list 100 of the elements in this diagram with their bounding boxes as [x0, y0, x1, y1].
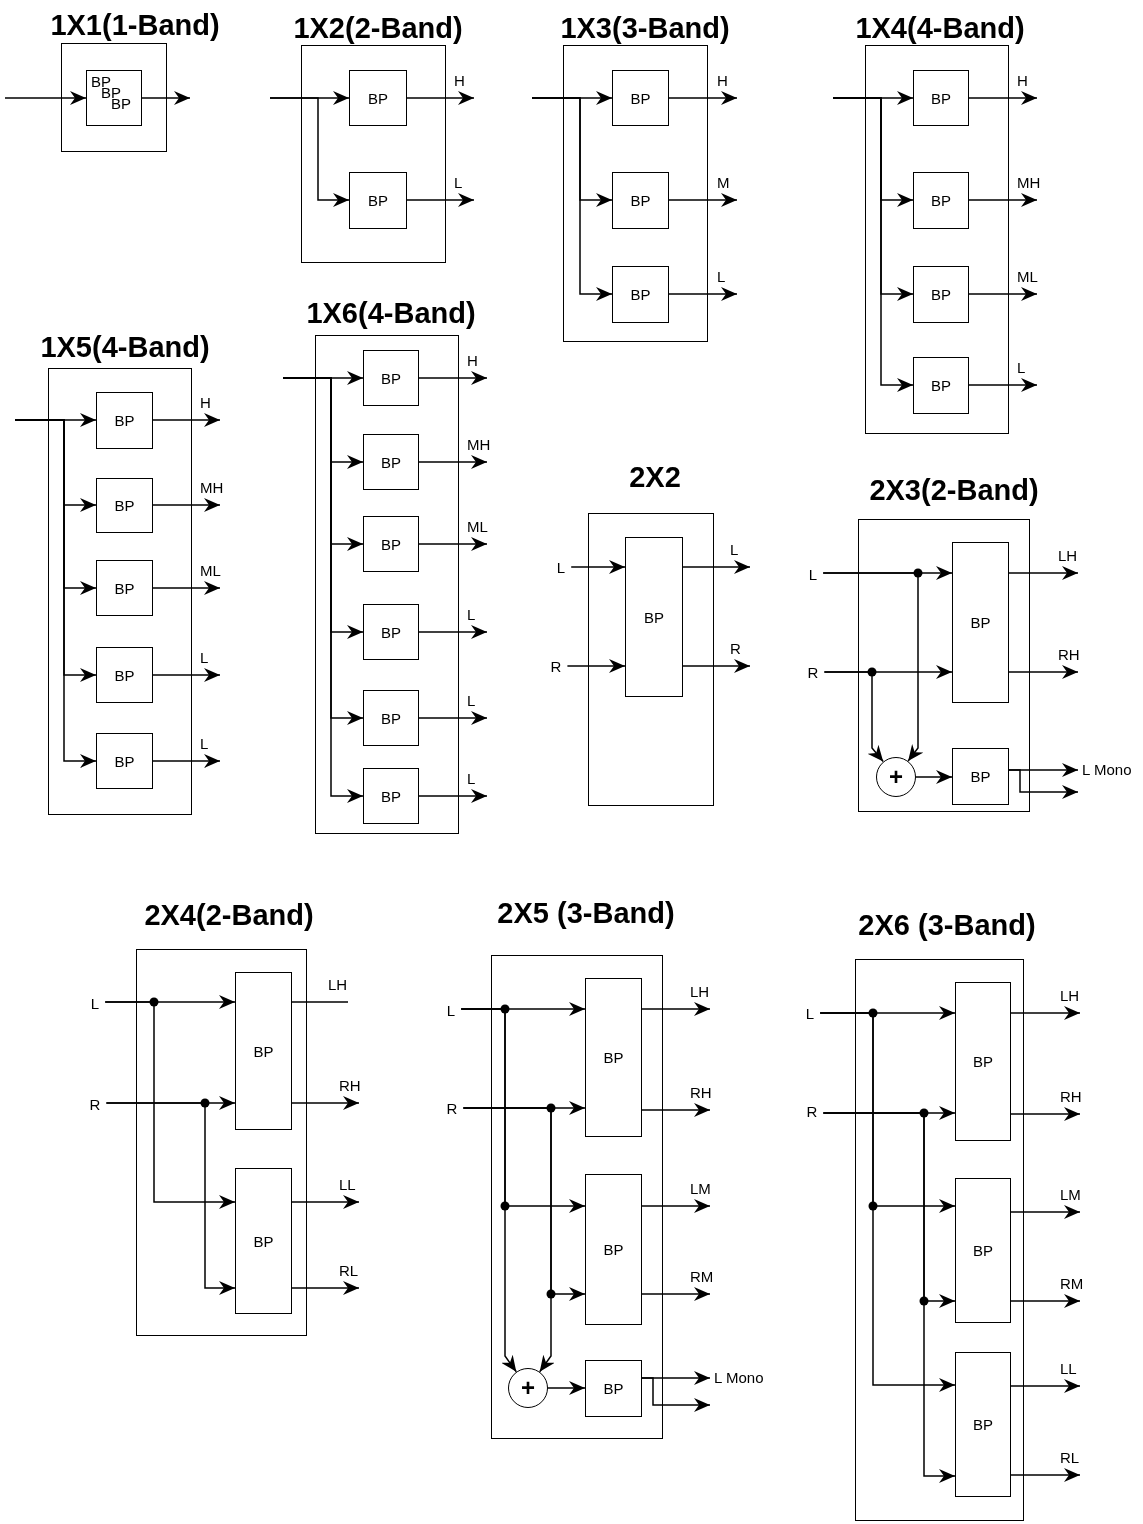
arrow [641, 1377, 711, 1412]
filter-block: BP [349, 70, 407, 126]
arrow [682, 560, 751, 574]
connector-line [291, 1001, 349, 1003]
summing-junction: + [508, 1368, 548, 1408]
arrow [282, 377, 364, 803]
arrow [418, 625, 488, 639]
arrow [1010, 1468, 1081, 1482]
arrow [832, 97, 914, 392]
filter-block: BP [952, 542, 1009, 703]
arrow [291, 1281, 360, 1295]
arrow [668, 91, 738, 105]
filter-block: BP [349, 172, 407, 229]
arrow [152, 498, 221, 512]
arrow [566, 659, 626, 673]
arrow [1010, 1379, 1081, 1393]
input-label: L [90, 994, 100, 1012]
arrow [1008, 665, 1079, 679]
summing-junction: + [876, 757, 916, 797]
input-label: L [556, 558, 566, 576]
arrow [641, 1103, 711, 1117]
input-label: L [805, 1004, 815, 1022]
filter-block: BP [955, 1352, 1011, 1497]
arrow [406, 91, 475, 105]
filter-block: BP [585, 978, 642, 1137]
filter-block: BP [913, 357, 969, 414]
filter-block: BP [955, 1178, 1011, 1323]
arrow [269, 97, 350, 207]
panel-title: 2X5 (3-Band) [497, 897, 675, 929]
arrow [1008, 566, 1079, 580]
filter-block: BP [585, 1174, 642, 1325]
arrow [406, 193, 475, 207]
arrow [418, 455, 488, 469]
arrow [291, 1195, 360, 1209]
filter-block: BP [913, 70, 969, 126]
filter-block: BP [363, 434, 419, 490]
filter-block [86, 70, 142, 126]
filter-block: BP [955, 982, 1011, 1141]
input-label: R [807, 663, 819, 681]
arrow [152, 581, 221, 595]
arrow [418, 789, 488, 803]
arrow [141, 91, 191, 105]
arrow [418, 711, 488, 725]
arrow [104, 1001, 236, 1209]
filter-block: BP [363, 690, 419, 746]
arrow [418, 371, 488, 385]
arrow [641, 1287, 711, 1301]
filter-block: BP [96, 560, 153, 616]
arrow [14, 419, 97, 768]
arrow [291, 1096, 360, 1110]
panel-title: 2X6 (3-Band) [858, 909, 1036, 941]
filter-block: BP [363, 604, 419, 660]
panel-title: 1X5(4-Band) [40, 331, 210, 363]
arrow [1010, 1006, 1081, 1020]
arrow [460, 1008, 518, 1373]
arrow [668, 287, 738, 301]
filter-block: BP [96, 647, 153, 703]
arrow [105, 1102, 236, 1295]
panel-title: 2X2 [629, 461, 681, 493]
arrow [570, 560, 626, 574]
filter-block: BP [612, 70, 669, 126]
arrow [819, 1012, 956, 1392]
arrow [531, 97, 613, 301]
arrow [1010, 1294, 1081, 1308]
filter-block: BP [625, 537, 683, 697]
arrow [915, 770, 953, 784]
panel-title: 2X3(2-Band) [869, 474, 1039, 506]
filter-block: BP [363, 350, 419, 406]
filter-block: BP [363, 516, 419, 572]
filter-block: BP [913, 172, 969, 229]
arrow [968, 91, 1038, 105]
arrow [418, 537, 488, 551]
filter-block: BP [363, 768, 419, 824]
filter-block: BP [612, 172, 669, 229]
arrow [823, 671, 884, 763]
arrow [641, 1002, 711, 1016]
arrow [822, 572, 924, 762]
panel-title: 1X2(2-Band) [293, 12, 463, 44]
filter-block: BP [96, 392, 153, 449]
arrow [641, 1199, 711, 1213]
filter-block: BP [913, 266, 969, 323]
arrow [968, 378, 1038, 392]
arrow [152, 754, 221, 768]
input-label: L [446, 1001, 456, 1019]
arrow [152, 413, 221, 427]
block-label: BP [91, 74, 111, 89]
arrow [547, 1381, 586, 1395]
input-label: R [550, 657, 562, 675]
input-label: R [806, 1102, 818, 1120]
panel-title: 1X1(1-Band) [50, 9, 220, 41]
input-label: L [808, 565, 818, 583]
filter-block: BP [612, 266, 669, 323]
arrow [1010, 1107, 1081, 1121]
arrow [4, 91, 87, 105]
input-label: R [89, 1095, 101, 1113]
filter-block: BP [585, 1360, 642, 1417]
arrow [968, 287, 1038, 301]
arrow [1010, 1205, 1081, 1219]
arrow [1008, 769, 1079, 799]
panel-title: 1X3(3-Band) [560, 12, 730, 44]
